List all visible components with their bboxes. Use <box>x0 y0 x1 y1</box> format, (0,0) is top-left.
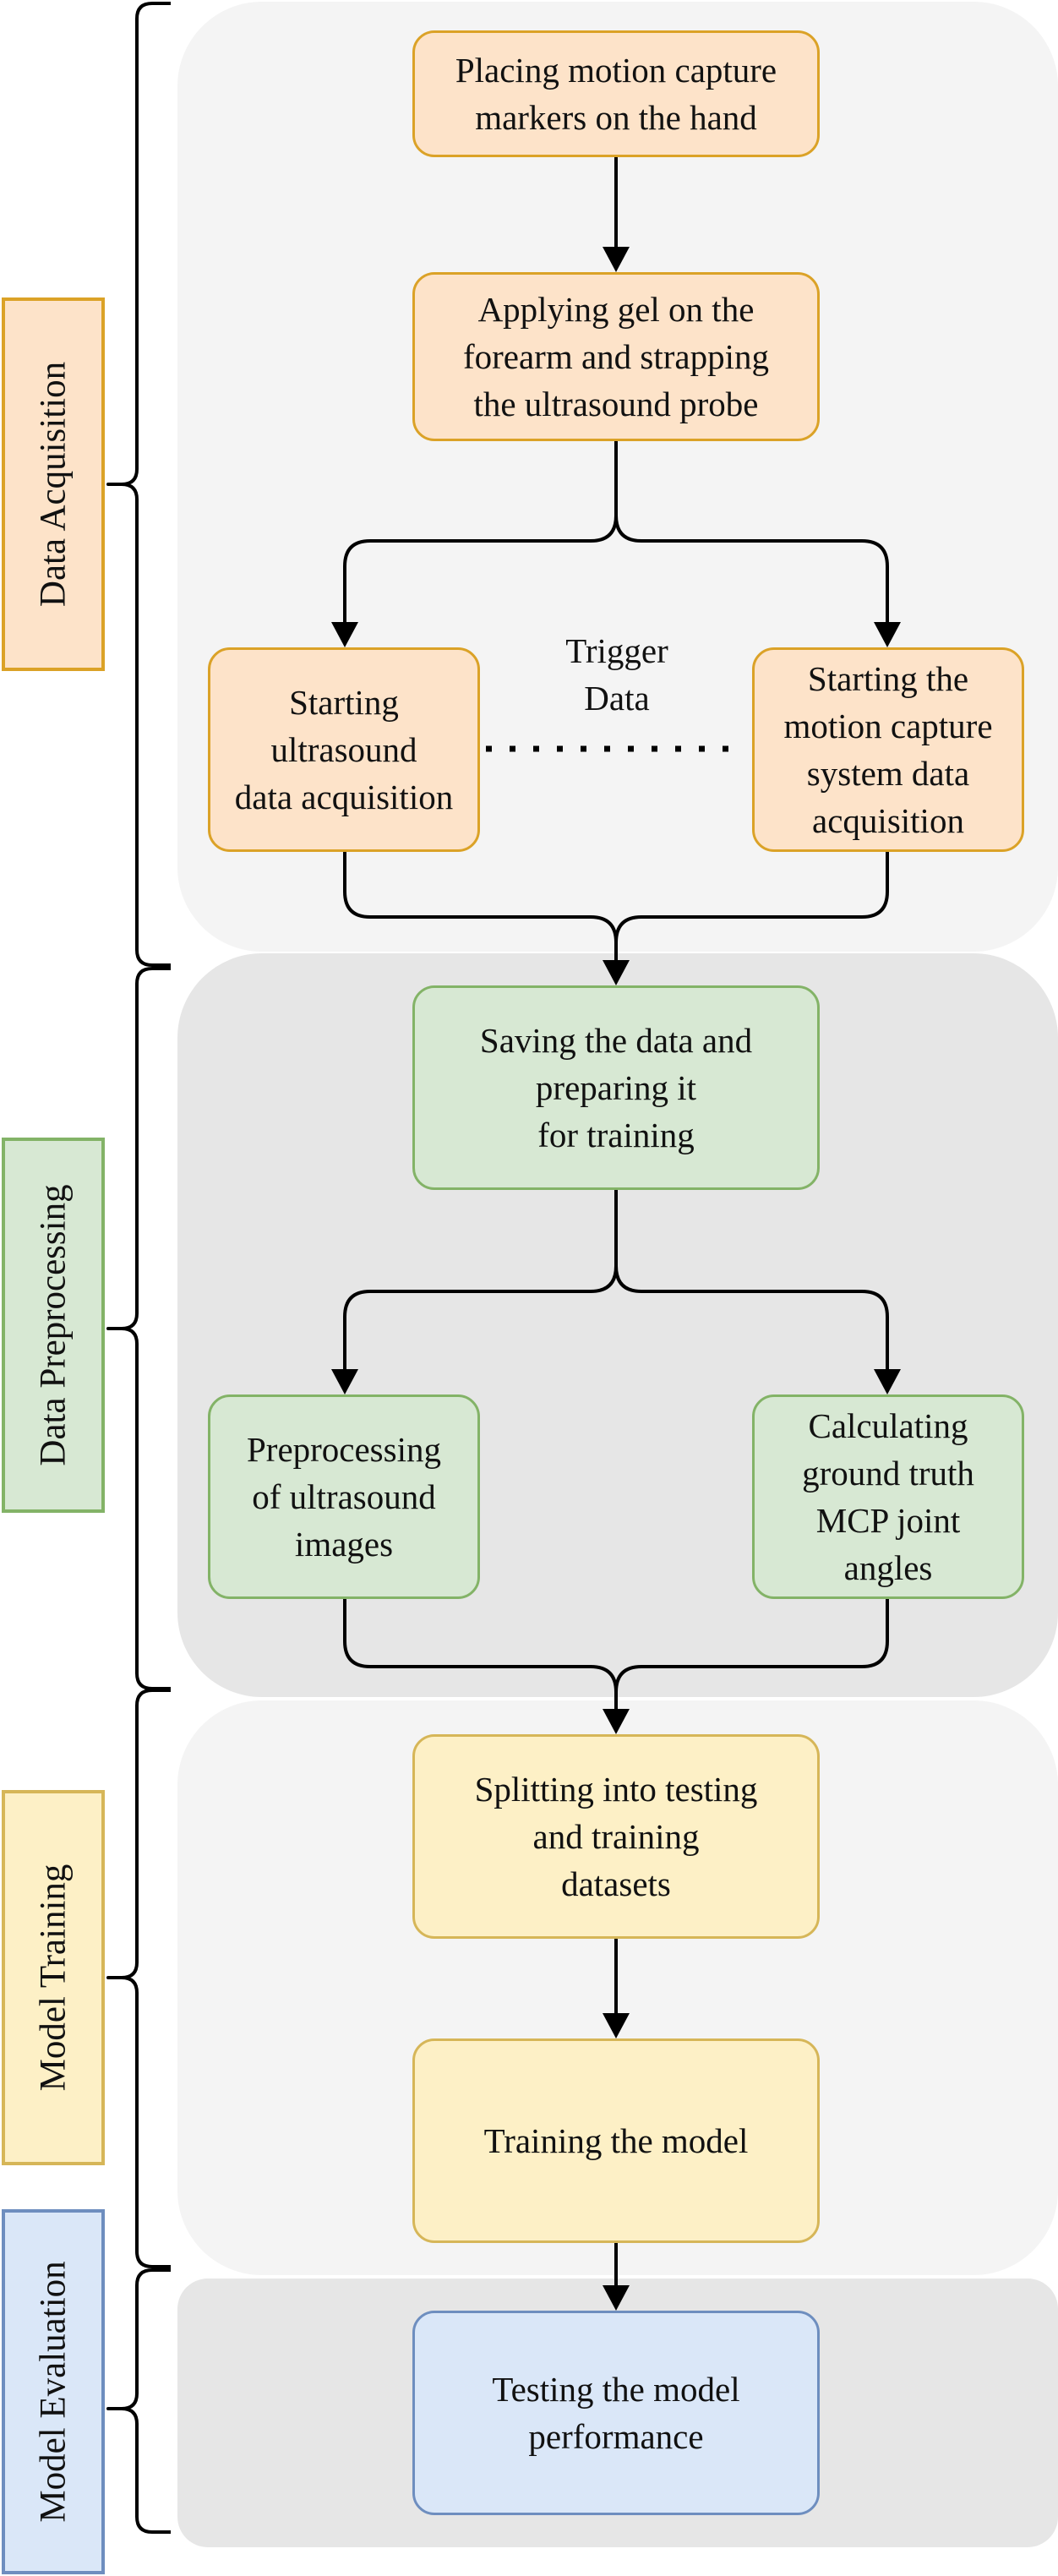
node-ultrasound-acquisition-text: Starting ultrasound data acquisition <box>234 683 454 816</box>
node-testing-text: Testing the model performance <box>492 2370 740 2456</box>
node-splitting: Splitting into testing and training data… <box>412 1734 820 1939</box>
brace-acquisition <box>106 2 171 967</box>
trigger-data-label: Trigger Data <box>565 631 668 718</box>
node-mocap-acquisition-text: Starting the motion capture system data … <box>783 659 993 840</box>
node-markers: Placing motion capture markers on the ha… <box>412 30 820 157</box>
stage-label-acquisition-text: Data Acquisition <box>33 361 74 608</box>
stage-label-acquisition: Data Acquisition <box>2 297 105 671</box>
node-saving: Saving the data and preparing it for tra… <box>412 985 820 1190</box>
arrow-merge-to-saving <box>343 852 618 960</box>
node-mocap-acquisition: Starting the motion capture system data … <box>752 647 1024 852</box>
node-splitting-text: Splitting into testing and training data… <box>474 1770 758 1903</box>
arrow-merge-to-splitting <box>343 1599 618 1709</box>
stage-label-evaluation: Model Evaluation <box>2 2209 105 2574</box>
node-saving-text: Saving the data and preparing it for tra… <box>479 1021 753 1154</box>
node-testing: Testing the model performance <box>412 2311 820 2515</box>
node-training-model: Training the model <box>412 2038 820 2243</box>
brace-preprocessing <box>106 967 171 1690</box>
node-training-model-text: Training the model <box>483 2121 749 2160</box>
stage-label-training-text: Model Training <box>33 1864 74 2092</box>
node-gel-text: Applying gel on the forearm and strappin… <box>462 290 770 423</box>
stage-label-evaluation-text: Model Evaluation <box>33 2261 74 2523</box>
node-gel: Applying gel on the forearm and strappin… <box>412 272 820 441</box>
node-preprocessing: Preprocessing of ultrasound images <box>208 1394 480 1599</box>
node-ground-truth-text: Calculating ground truth MCP joint angle… <box>802 1406 974 1587</box>
node-preprocessing-text: Preprocessing of ultrasound images <box>246 1430 441 1564</box>
stage-label-preprocessing-text: Data Preprocessing <box>33 1184 74 1466</box>
stage-label-training: Model Training <box>2 1790 105 2165</box>
arrow-saving-to-split <box>343 1190 618 1369</box>
stage-label-preprocessing: Data Preprocessing <box>2 1138 105 1513</box>
arrow-gel-to-split <box>343 441 618 622</box>
brace-evaluation <box>106 2268 171 2534</box>
node-markers-text: Placing motion capture markers on the ha… <box>455 51 777 137</box>
node-ground-truth: Calculating ground truth MCP joint angle… <box>752 1394 1024 1599</box>
node-ultrasound-acquisition: Starting ultrasound data acquisition <box>208 647 480 852</box>
brace-training <box>106 1689 171 2268</box>
